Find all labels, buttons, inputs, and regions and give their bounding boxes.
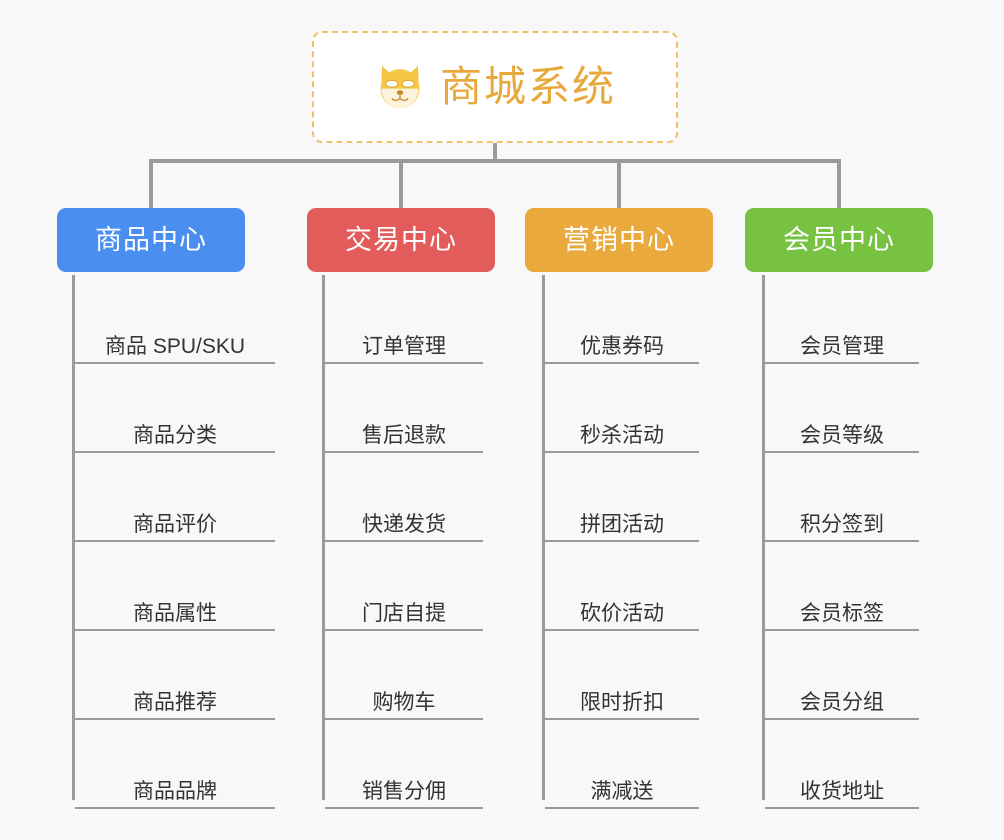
leaf-item[interactable]: 销售分佣 [325,720,483,809]
leaf-item-label: 商品属性 [133,601,217,625]
group-label: 商品中心 [95,224,207,255]
root-node-mall-system[interactable]: 商城系统 [312,31,678,143]
leaf-item-label: 优惠券码 [580,334,664,358]
leaf-item[interactable]: 砍价活动 [545,542,699,631]
group-box-2[interactable]: 交易中心 [307,208,495,272]
leaf-item-label: 售后退款 [362,423,446,447]
leaf-item[interactable]: 门店自提 [325,542,483,631]
dog-face-icon [374,61,426,113]
leaf-item-label: 会员等级 [800,423,884,447]
leaf-item-label: 限时折扣 [580,690,664,714]
leaf-item[interactable]: 会员管理 [765,275,919,364]
leaf-spine [762,275,765,800]
leaf-item-label: 商品推荐 [133,690,217,714]
leaf-item[interactable]: 商品评价 [75,453,275,542]
leaf-item-label: 收货地址 [800,779,884,803]
leaf-item-label: 门店自提 [362,601,446,625]
leaf-item-label: 秒杀活动 [580,423,664,447]
group-box-4[interactable]: 会员中心 [745,208,933,272]
connector-drop-3 [617,159,621,208]
leaf-item[interactable]: 售后退款 [325,364,483,453]
leaf-item-label: 商品评价 [133,512,217,536]
leaf-item[interactable]: 收货地址 [765,720,919,809]
leaf-spine [322,275,325,800]
leaf-item[interactable]: 会员等级 [765,364,919,453]
leaf-item[interactable]: 快递发货 [325,453,483,542]
connector-drop-1 [149,159,153,208]
connector-horizontal-bus [150,159,840,163]
group-box-3[interactable]: 营销中心 [525,208,713,272]
leaf-item-label: 拼团活动 [580,512,664,536]
leaf-item-label: 砍价活动 [580,601,664,625]
group-label: 交易中心 [345,224,457,255]
connector-drop-2 [399,159,403,208]
leaf-item[interactable]: 购物车 [325,631,483,720]
leaf-item[interactable]: 拼团活动 [545,453,699,542]
group-box-1[interactable]: 商品中心 [57,208,245,272]
group-label: 会员中心 [783,224,895,255]
leaf-item-label: 满减送 [590,779,654,803]
leaf-item[interactable]: 满减送 [545,720,699,809]
leaf-item[interactable]: 会员标签 [765,542,919,631]
leaf-item-label: 会员管理 [800,334,884,358]
leaf-item-label: 会员标签 [800,601,884,625]
leaf-item-label: 积分签到 [800,512,884,536]
leaf-item-label: 商品品牌 [133,779,217,803]
leaf-item[interactable]: 商品 SPU/SKU [75,275,275,364]
leaf-item-label: 商品分类 [133,423,217,447]
leaf-item-label: 购物车 [372,690,436,714]
leaf-item[interactable]: 商品品牌 [75,720,275,809]
leaf-item-label: 快递发货 [362,512,446,536]
group-label: 营销中心 [563,224,675,255]
connector-drop-4 [837,159,841,208]
leaf-item[interactable]: 积分签到 [765,453,919,542]
leaf-item[interactable]: 商品属性 [75,542,275,631]
leaf-item-label: 会员分组 [800,690,884,714]
leaf-item[interactable]: 订单管理 [325,275,483,364]
connector-root-stem [493,143,497,161]
leaf-spine [72,275,75,800]
root-title: 商城系统 [439,63,616,110]
leaf-item-label: 商品 SPU/SKU [104,334,246,358]
leaf-item[interactable]: 秒杀活动 [545,364,699,453]
leaf-item-label: 订单管理 [362,334,446,358]
leaf-item[interactable]: 限时折扣 [545,631,699,720]
leaf-item-label: 销售分佣 [362,779,446,803]
leaf-item[interactable]: 优惠券码 [545,275,699,364]
leaf-item[interactable]: 会员分组 [765,631,919,720]
leaf-spine [542,275,545,800]
leaf-item[interactable]: 商品分类 [75,364,275,453]
leaf-item[interactable]: 商品推荐 [75,631,275,720]
